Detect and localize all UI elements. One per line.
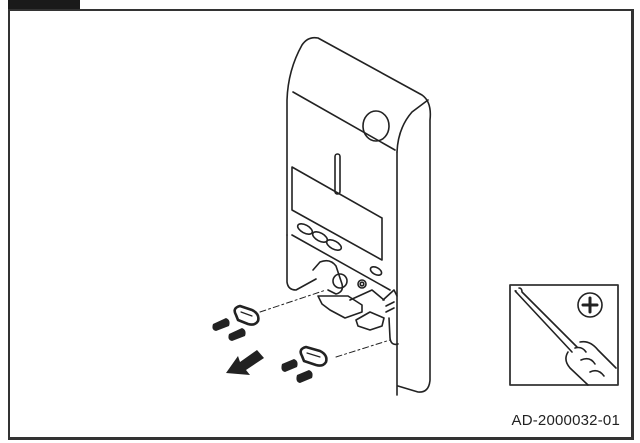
figure-frame — [8, 9, 634, 440]
phillips-screwdriver-icon — [509, 284, 619, 386]
figure-tab-marker — [8, 0, 80, 10]
fixing-lug-upper — [233, 304, 260, 326]
arrow-down-left-icon — [226, 350, 264, 375]
fixing-lug-lower — [299, 345, 328, 367]
display-window — [291, 166, 383, 261]
round-button — [362, 110, 390, 142]
guide-lines — [259, 289, 391, 358]
screws-lower — [281, 359, 313, 383]
indicator-slot — [334, 153, 341, 195]
screws-upper — [212, 318, 246, 341]
figure-code: AD-2000032-01 — [511, 412, 620, 429]
button-row — [296, 223, 383, 276]
device-housing — [286, 36, 432, 396]
